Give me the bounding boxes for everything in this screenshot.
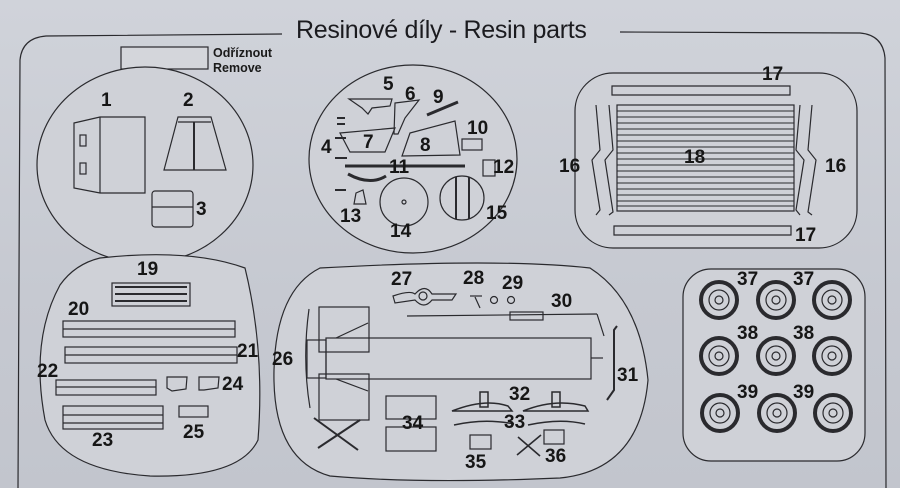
part-label: 18 — [684, 147, 706, 168]
part-label: 7 — [363, 132, 374, 153]
part-label: 17 — [795, 225, 817, 246]
part-label: 23 — [92, 430, 114, 451]
part-label: 28 — [463, 268, 485, 289]
part-label: 30 — [551, 291, 573, 312]
wheel — [699, 280, 739, 320]
part-label: 34 — [402, 413, 424, 434]
part-label: 36 — [545, 446, 567, 467]
part-17-rail-top — [611, 85, 791, 96]
part-label: 25 — [183, 422, 205, 443]
remove-legend-box — [120, 46, 209, 70]
part-label: 11 — [389, 157, 410, 178]
part-label: 16 — [825, 156, 847, 177]
part-label: 33 — [504, 412, 526, 433]
part-label: 24 — [222, 374, 244, 395]
part-crossed-out-right — [516, 434, 542, 457]
wheel — [699, 336, 739, 376]
part-label: 39 — [737, 382, 759, 403]
part-label: 3 — [196, 199, 207, 220]
part-17-rail-bottom — [613, 225, 792, 236]
part-label: 31 — [617, 365, 639, 386]
part-label: 37 — [793, 269, 815, 290]
part-label: 19 — [137, 259, 159, 280]
part-34-shape — [385, 395, 437, 452]
part-25-shape — [178, 405, 209, 418]
part-19-shape — [111, 282, 191, 307]
wheel — [812, 280, 852, 320]
part-31-shape — [606, 325, 618, 401]
part-28-shape — [470, 295, 482, 309]
part-label: 2 — [183, 90, 194, 111]
part-label: 10 — [467, 118, 489, 139]
part-label: 29 — [502, 273, 524, 294]
part-label: 13 — [340, 206, 362, 227]
wheels — [699, 280, 853, 433]
wheel — [700, 393, 740, 433]
part-label: 6 — [405, 84, 416, 105]
part-label: 1 — [101, 90, 112, 111]
remove-label-cz: Odříznout — [213, 46, 273, 60]
part-16-left-sides — [591, 104, 614, 216]
part-24-right — [198, 376, 220, 391]
wheel — [812, 336, 852, 376]
part-label: 16 — [559, 156, 581, 177]
part-32-springs — [451, 391, 590, 412]
page-title: Resinové díly - Resin parts — [296, 16, 587, 44]
part-18-bed-floor — [616, 104, 795, 212]
part-35-shape — [469, 434, 492, 450]
part-label: 38 — [793, 323, 815, 344]
part-33-springs — [453, 420, 586, 426]
wheel — [757, 393, 797, 433]
part-23-shape — [62, 405, 164, 430]
part-label: 37 — [737, 269, 759, 290]
outer-frame — [17, 33, 283, 488]
part-29-shape — [489, 295, 516, 305]
wheel — [756, 336, 796, 376]
part-label: 4 — [321, 137, 332, 158]
panel-body — [39, 254, 261, 477]
part-label: 26 — [272, 349, 294, 370]
part-label: 15 — [486, 203, 508, 224]
part-label: 5 — [383, 74, 394, 95]
part-30-shape — [406, 311, 605, 337]
part-label: 21 — [237, 341, 259, 362]
panel-chassis — [273, 262, 649, 482]
part-3-shape — [151, 190, 194, 228]
outer-frame-right — [619, 31, 887, 488]
part-label: 20 — [68, 299, 90, 320]
part-label: 32 — [509, 384, 531, 405]
wheel — [756, 280, 796, 320]
part-crossed-out-left — [313, 417, 361, 451]
part-label: 39 — [793, 382, 815, 403]
part-16-right-sides — [795, 104, 817, 216]
part-label: 17 — [762, 64, 784, 85]
part-24-left — [166, 376, 188, 392]
part-36-shape — [543, 429, 565, 445]
part-label: 14 — [390, 221, 412, 242]
gun-parts-shapes — [335, 98, 496, 227]
part-label: 22 — [37, 361, 59, 382]
wheel — [813, 393, 853, 433]
remove-label-en: Remove — [213, 61, 262, 75]
part-27-shape — [392, 287, 458, 306]
part-label: 38 — [737, 323, 759, 344]
part-label: 9 — [433, 87, 444, 108]
part-2-shape — [163, 116, 227, 171]
panel-gun-parts — [308, 64, 518, 254]
part-label: 35 — [465, 452, 487, 473]
part-label: 12 — [493, 157, 515, 178]
part-label: 27 — [391, 269, 413, 290]
part-26-chassis-frame — [305, 306, 603, 421]
part-1-cab-shape — [73, 116, 146, 194]
part-label: 8 — [420, 135, 431, 156]
